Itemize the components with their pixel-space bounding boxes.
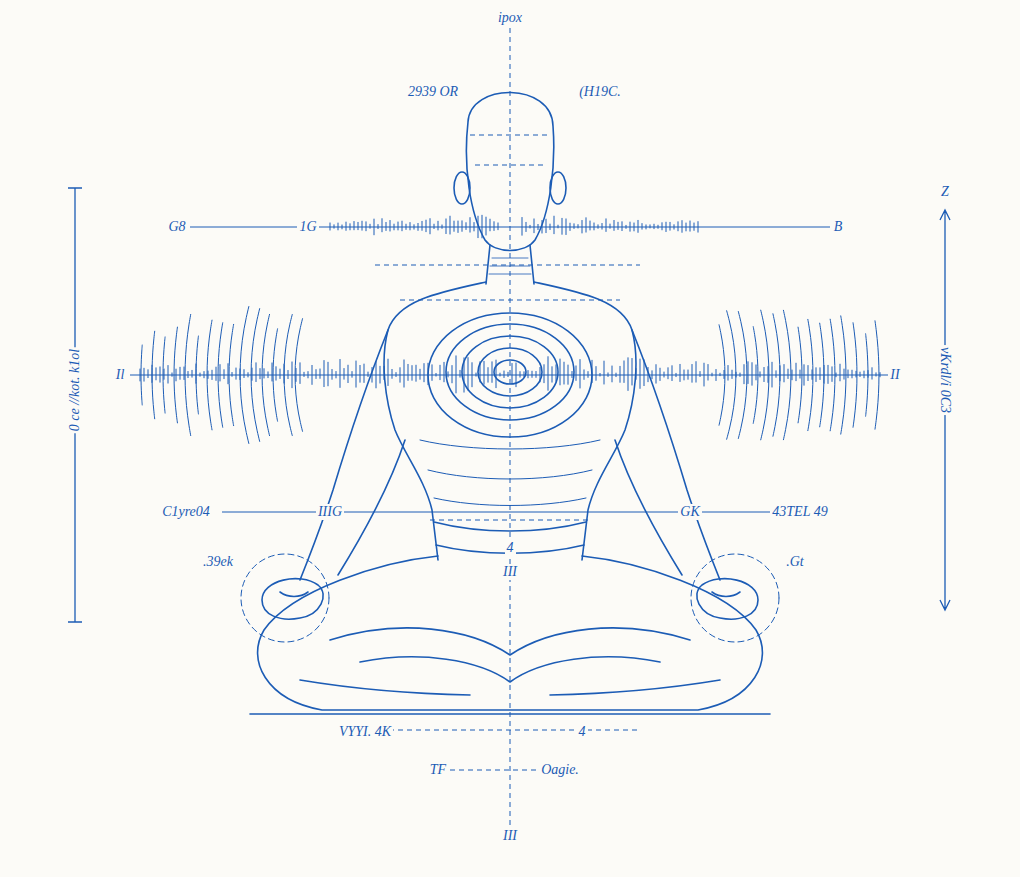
label-text: GK <box>678 504 701 520</box>
label-text: 4 <box>505 540 516 556</box>
wave-arc <box>196 336 198 415</box>
wave-arc <box>820 323 824 427</box>
wave-arc <box>284 314 292 436</box>
wave-arc <box>240 306 249 444</box>
wave-arc <box>251 308 260 442</box>
label-text: TF <box>428 762 448 778</box>
wave-arc <box>853 322 857 427</box>
label-text: 1G <box>297 219 318 235</box>
wave-arc <box>152 331 155 419</box>
label-text: 0 ce //kot. k1ol <box>67 347 83 433</box>
label-text: Oagie. <box>539 762 581 778</box>
waveforms <box>140 215 880 444</box>
label-text: C1yre04 <box>160 504 212 520</box>
hand-circle <box>241 554 329 642</box>
label-text: 2939 OR <box>406 84 460 100</box>
wave-arc <box>808 319 813 431</box>
label-text: vKrdl/i 0C3 <box>937 345 953 415</box>
wave-arc <box>761 310 769 440</box>
dashed-level <box>375 135 640 770</box>
wave-arc <box>773 313 780 436</box>
guide-lines <box>68 28 950 830</box>
wave-arc <box>738 311 747 439</box>
label-text: III <box>501 564 519 580</box>
wave-arc <box>262 314 270 436</box>
hand <box>262 579 323 619</box>
wave-arc <box>174 327 177 424</box>
wave-arc <box>798 327 802 423</box>
wave-arc <box>273 328 278 421</box>
hand-circle <box>691 554 779 642</box>
wave-arc <box>185 314 191 436</box>
label-text: ipox <box>496 10 524 26</box>
label-text: 4 <box>577 724 588 740</box>
wave-arc <box>753 326 758 423</box>
label-text: Z <box>939 184 951 200</box>
wave-arc <box>841 315 846 434</box>
wave-arc <box>875 320 879 429</box>
label-text: II <box>888 367 901 383</box>
wave-arc <box>141 345 142 406</box>
wave-arc <box>719 324 725 425</box>
wave-arc <box>207 320 212 431</box>
label-text: G8 <box>166 219 187 235</box>
wave-arc <box>783 310 791 440</box>
wave-arc <box>295 318 303 431</box>
label-text: Il <box>114 367 127 383</box>
wave-arc <box>229 324 234 426</box>
wave-arc <box>830 319 835 431</box>
label-text: (H19C. <box>577 84 623 100</box>
label-text: III <box>501 828 519 844</box>
ear <box>550 172 566 204</box>
label-text: .39ek <box>201 554 235 570</box>
axis-line <box>130 227 890 512</box>
wave-arc <box>727 310 736 439</box>
signal-waveform <box>330 215 698 238</box>
wave-arc <box>866 333 868 416</box>
label-text: .Gt <box>784 554 806 570</box>
label-text: IIIG <box>316 504 344 520</box>
label-text: 43TEL 49 <box>770 504 829 520</box>
center-axis <box>510 28 511 830</box>
arm <box>300 330 405 580</box>
wave-arc <box>163 337 165 414</box>
ear <box>454 172 470 204</box>
hand <box>697 579 758 619</box>
label-text: B <box>832 219 845 235</box>
wave-arc <box>218 322 223 427</box>
label-text: VYYI. 4K <box>337 724 393 740</box>
